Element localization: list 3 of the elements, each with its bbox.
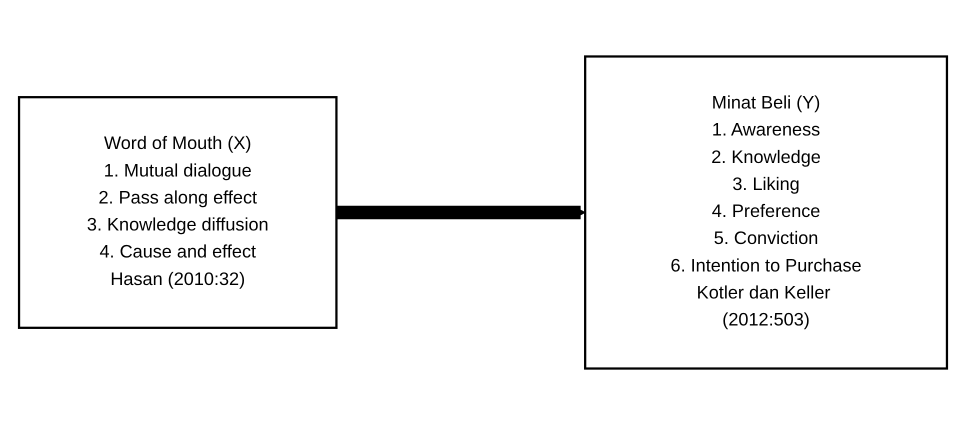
node-box: Minat Beli (Y) 1. Awareness 2. Knowledge 3. Liking 4. Preference 5. Conviction 6. Intention to Purchase Kotler dan Keller (2012:503) — [584, 55, 948, 370]
node-box: Word of Mouth (X) 1. Mutual dialogue 2. Pass along effect 3. Knowledge diffusion 4. Cause and effect Hasan (2010:32) — [18, 96, 338, 329]
arrow — [336, 206, 586, 220]
